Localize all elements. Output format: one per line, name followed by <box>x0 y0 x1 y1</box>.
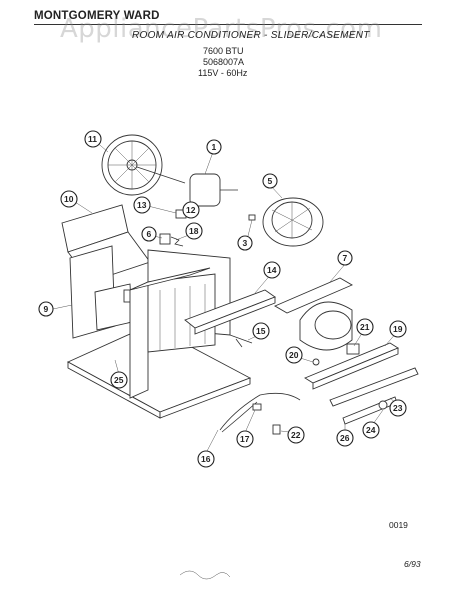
callout-18: 18 <box>185 222 203 240</box>
callout-15: 15 <box>252 322 270 340</box>
callout-23: 23 <box>389 399 407 417</box>
svg-text:13: 13 <box>137 200 147 210</box>
callout-12: 12 <box>182 201 200 219</box>
part-22 <box>272 424 281 435</box>
spec-power: 115V - 60Hz <box>198 68 248 78</box>
fan-motor <box>189 173 238 207</box>
callout-19: 19 <box>389 320 407 338</box>
mounting-bracket <box>184 289 276 335</box>
callout-5: 5 <box>262 173 278 189</box>
svg-text:6: 6 <box>147 229 152 239</box>
svg-text:15: 15 <box>256 326 266 336</box>
svg-text:3: 3 <box>243 238 248 248</box>
svg-text:19: 19 <box>393 324 403 334</box>
base-pan <box>66 324 252 419</box>
header-rule <box>34 24 422 25</box>
svg-text:14: 14 <box>267 265 277 275</box>
svg-text:5: 5 <box>268 176 273 186</box>
svg-text:22: 22 <box>291 430 301 440</box>
callout-21: 21 <box>356 318 374 336</box>
part-24 <box>378 400 388 410</box>
svg-text:7: 7 <box>343 253 348 263</box>
wire-clip <box>170 236 184 247</box>
callout-24: 24 <box>362 421 380 439</box>
svg-text:16: 16 <box>201 454 211 464</box>
screw-part <box>248 214 256 221</box>
drawing-date: 6/93 <box>404 559 421 569</box>
fan-shroud <box>274 277 353 351</box>
callout-13: 13 <box>133 196 151 214</box>
diagram-subtitle: ROOM AIR CONDITIONER - SLIDER/CASEMENT <box>132 30 370 41</box>
svg-text:20: 20 <box>289 350 299 360</box>
callout-20: 20 <box>285 346 303 364</box>
callout-7: 7 <box>337 250 353 266</box>
watermark: AppliancePartsPros.com <box>60 14 383 44</box>
svg-text:18: 18 <box>189 226 199 236</box>
svg-text:23: 23 <box>393 403 403 413</box>
callout-3: 3 <box>237 235 253 251</box>
svg-text:11: 11 <box>88 134 97 144</box>
callout-14: 14 <box>263 261 281 279</box>
blower-wheel <box>101 134 163 196</box>
svg-text:25: 25 <box>114 375 124 385</box>
spec-capacity: 7600 BTU <box>203 46 244 56</box>
brand-title: MONTGOMERY WARD <box>34 10 160 22</box>
callout-6: 6 <box>141 226 157 242</box>
svg-text:12: 12 <box>186 205 196 215</box>
svg-text:24: 24 <box>366 425 376 435</box>
svg-text:21: 21 <box>360 322 370 332</box>
wire-harness <box>219 392 301 431</box>
callout-1: 1 <box>206 139 222 155</box>
fastener-20 <box>312 358 320 366</box>
callout-25: 25 <box>110 371 128 389</box>
switch-part <box>159 233 171 245</box>
svg-text:17: 17 <box>240 434 250 444</box>
svg-text:9: 9 <box>44 304 49 314</box>
spec-model: 5068007A <box>203 57 245 67</box>
condenser-fan <box>262 197 324 247</box>
front-panel <box>61 204 151 339</box>
signature-scribble <box>179 570 231 580</box>
svg-text:10: 10 <box>64 194 74 204</box>
part-15 <box>229 334 253 348</box>
svg-text:1: 1 <box>212 142 217 152</box>
part-21 <box>346 343 360 355</box>
callout-9: 9 <box>38 301 54 317</box>
callout-22: 22 <box>287 426 305 444</box>
connector-17 <box>252 403 262 411</box>
callout-10: 10 <box>60 190 78 208</box>
svg-text:26: 26 <box>340 433 350 443</box>
callout-17: 17 <box>236 430 254 448</box>
callout-16: 16 <box>197 450 215 468</box>
callout-26: 26 <box>336 429 354 447</box>
callout-11: 11 <box>84 130 102 148</box>
drawing-code: 0019 <box>389 520 408 530</box>
